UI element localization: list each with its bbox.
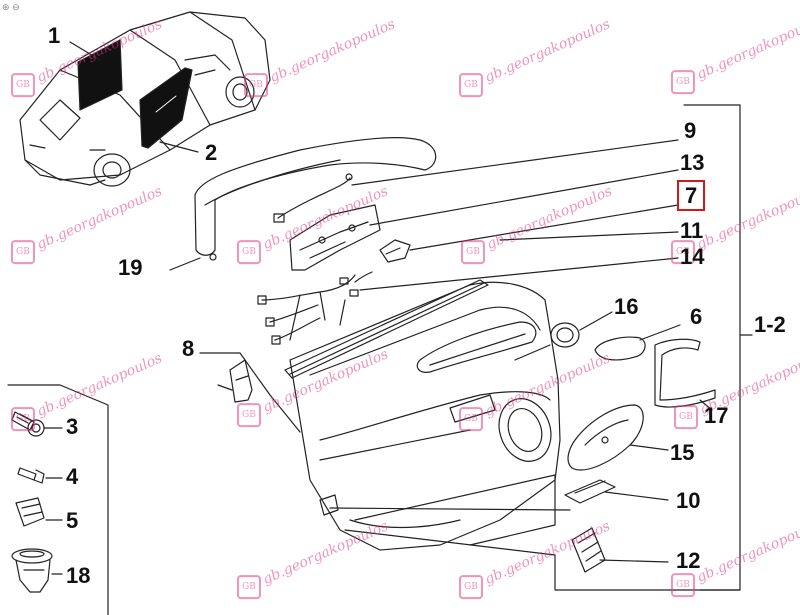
door-trim-panel: [289, 281, 561, 551]
leader-1: [69, 41, 101, 61]
leader-10: [604, 491, 669, 501]
fastener-group-box: [7, 384, 109, 615]
callout-16: 16: [614, 294, 639, 319]
leader-8: [199, 352, 301, 433]
callout-6: 6: [690, 304, 703, 329]
watermark-logo-icon: GB: [458, 575, 483, 600]
leader-7: [409, 204, 679, 251]
watermark-logo-icon: GB: [243, 73, 268, 98]
zoom-tools: ⊕ ⊖: [2, 2, 20, 13]
leader-11: [499, 231, 679, 241]
window-switch-part: [564, 479, 616, 504]
callout-8: 8: [182, 336, 195, 361]
watermark-logo-icon: GB: [236, 575, 261, 600]
watermark-logo-icon: GB: [458, 73, 483, 98]
car-illustration: [19, 11, 271, 187]
leader-panel-a: [354, 474, 556, 546]
clip-part-5: [15, 497, 45, 527]
inner-handle-part: [379, 239, 411, 263]
wiring-harness-part: [257, 271, 373, 345]
leader-panel-b: [344, 529, 741, 591]
lock-mechanism-part: [289, 204, 381, 271]
leader-19: [169, 257, 201, 271]
callout-11: 11: [680, 218, 704, 243]
grab-rail-part: [194, 137, 437, 261]
callout-1: 1: [48, 23, 61, 48]
callout-2: 2: [205, 140, 218, 165]
leader-16b: [514, 344, 551, 361]
callout-14: 14: [680, 244, 705, 269]
leader-14: [359, 257, 679, 291]
speaker-grill-part: [550, 322, 580, 348]
speaker-part: [567, 404, 644, 471]
callout-5: 5: [66, 508, 79, 533]
clip-part-18: [11, 548, 53, 593]
watermark-logo-icon: GB: [236, 403, 261, 428]
leader-9: [351, 139, 679, 186]
zoom-in-icon[interactable]: ⊕: [2, 2, 10, 12]
watermark-logo-icon: GB: [460, 240, 485, 265]
watermark-logo-icon: GB: [10, 73, 35, 98]
watermark-logo-icon: GB: [10, 240, 35, 265]
window-seal-strip: [284, 279, 489, 379]
cable-part: [277, 177, 351, 219]
zoom-out-icon[interactable]: ⊖: [12, 2, 20, 12]
callout-18: 18: [66, 563, 91, 588]
bracket-part-8: [217, 359, 253, 403]
watermark-logo-icon: GB: [670, 573, 695, 598]
leader-16: [579, 311, 613, 331]
callout-15: 15: [670, 440, 695, 465]
callout-9: 9: [684, 118, 697, 143]
leader-6: [639, 324, 681, 341]
callout-10: 10: [676, 488, 701, 513]
leader-17: [699, 399, 713, 411]
watermark-logo-icon: GB: [670, 70, 695, 95]
callout-4: 4: [66, 464, 79, 489]
callout-13: 13: [680, 150, 705, 175]
callout-3: 3: [66, 414, 79, 439]
callout-12: 12: [676, 548, 701, 573]
callout-7-highlighted: 7: [677, 180, 706, 211]
callout-19: 19: [118, 255, 143, 280]
leader-12: [599, 559, 669, 563]
leader-15: [629, 444, 669, 451]
leader-13: [369, 169, 679, 226]
watermark-logo-icon: GB: [673, 405, 698, 430]
callout-17: 17: [704, 403, 729, 428]
watermark-logo-icon: GB: [236, 240, 261, 265]
leader-2: [159, 141, 199, 153]
callout-1-2: 1-2: [754, 312, 786, 337]
watermark-logo-icon: GB: [458, 407, 483, 432]
screw-part-4: [17, 467, 45, 484]
armrest-insert-part: [594, 336, 646, 361]
watermark-logo-icon: GB: [10, 407, 35, 432]
ambient-strip-part: [654, 338, 716, 408]
bracket-1-2: [683, 104, 741, 591]
